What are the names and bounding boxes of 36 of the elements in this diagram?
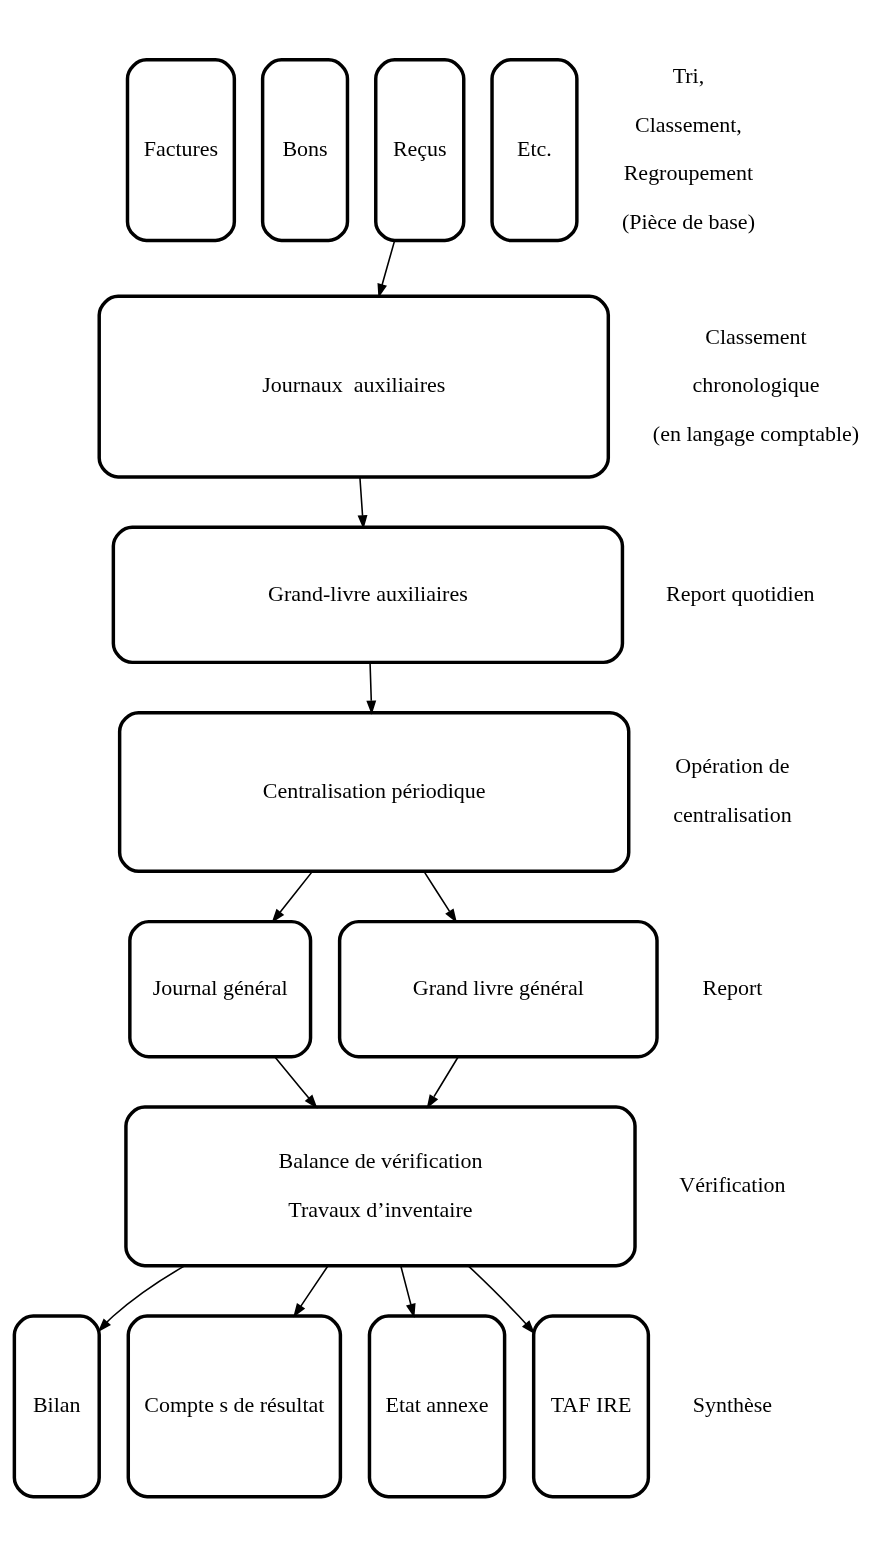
node-box: Centralisation périodique: [117, 710, 631, 874]
label: (en langage comptable): [652, 421, 860, 447]
arrow: [274, 1056, 318, 1109]
arrow: [97, 1265, 185, 1333]
label: Tri,: [672, 62, 705, 88]
node-box: Compte s de résultat: [126, 1314, 343, 1499]
label: Opération de: [675, 753, 790, 779]
node-box: TAF IRE: [531, 1314, 651, 1499]
arrow: [293, 1265, 329, 1318]
label: centralisation: [673, 802, 792, 828]
label: Synthèse: [692, 1392, 773, 1418]
label: chronologique: [692, 372, 820, 398]
node-box: Journal général: [128, 919, 313, 1059]
node-box: Bilan: [12, 1314, 101, 1499]
arrow: [271, 870, 314, 923]
node-box: Grand-livre auxiliaires: [111, 525, 625, 665]
label: Report: [702, 975, 763, 1001]
arrow: [366, 661, 377, 715]
node-box: Journaux auxiliaires: [97, 294, 611, 479]
node-box: Balance de vérification Travaux d’inventaire: [124, 1105, 637, 1268]
arrow: [467, 1265, 536, 1335]
label: (Pièce de base): [621, 209, 755, 235]
arrow: [377, 239, 396, 298]
label: Classement: [705, 323, 807, 349]
arrow: [426, 1056, 459, 1109]
label: Classement,: [635, 111, 742, 137]
label: Regroupement: [623, 160, 754, 186]
node-box: Etat annexe: [367, 1314, 507, 1499]
label: Vérification: [679, 1172, 786, 1198]
node-box: Reçus: [374, 58, 466, 243]
node-box: Etc.: [490, 58, 579, 243]
node-box: Factures: [125, 58, 237, 243]
node-box: Bons: [260, 58, 350, 243]
node-box: Grand livre général: [337, 919, 659, 1059]
arrow: [400, 1265, 416, 1318]
label: Report quotidien: [666, 580, 815, 606]
